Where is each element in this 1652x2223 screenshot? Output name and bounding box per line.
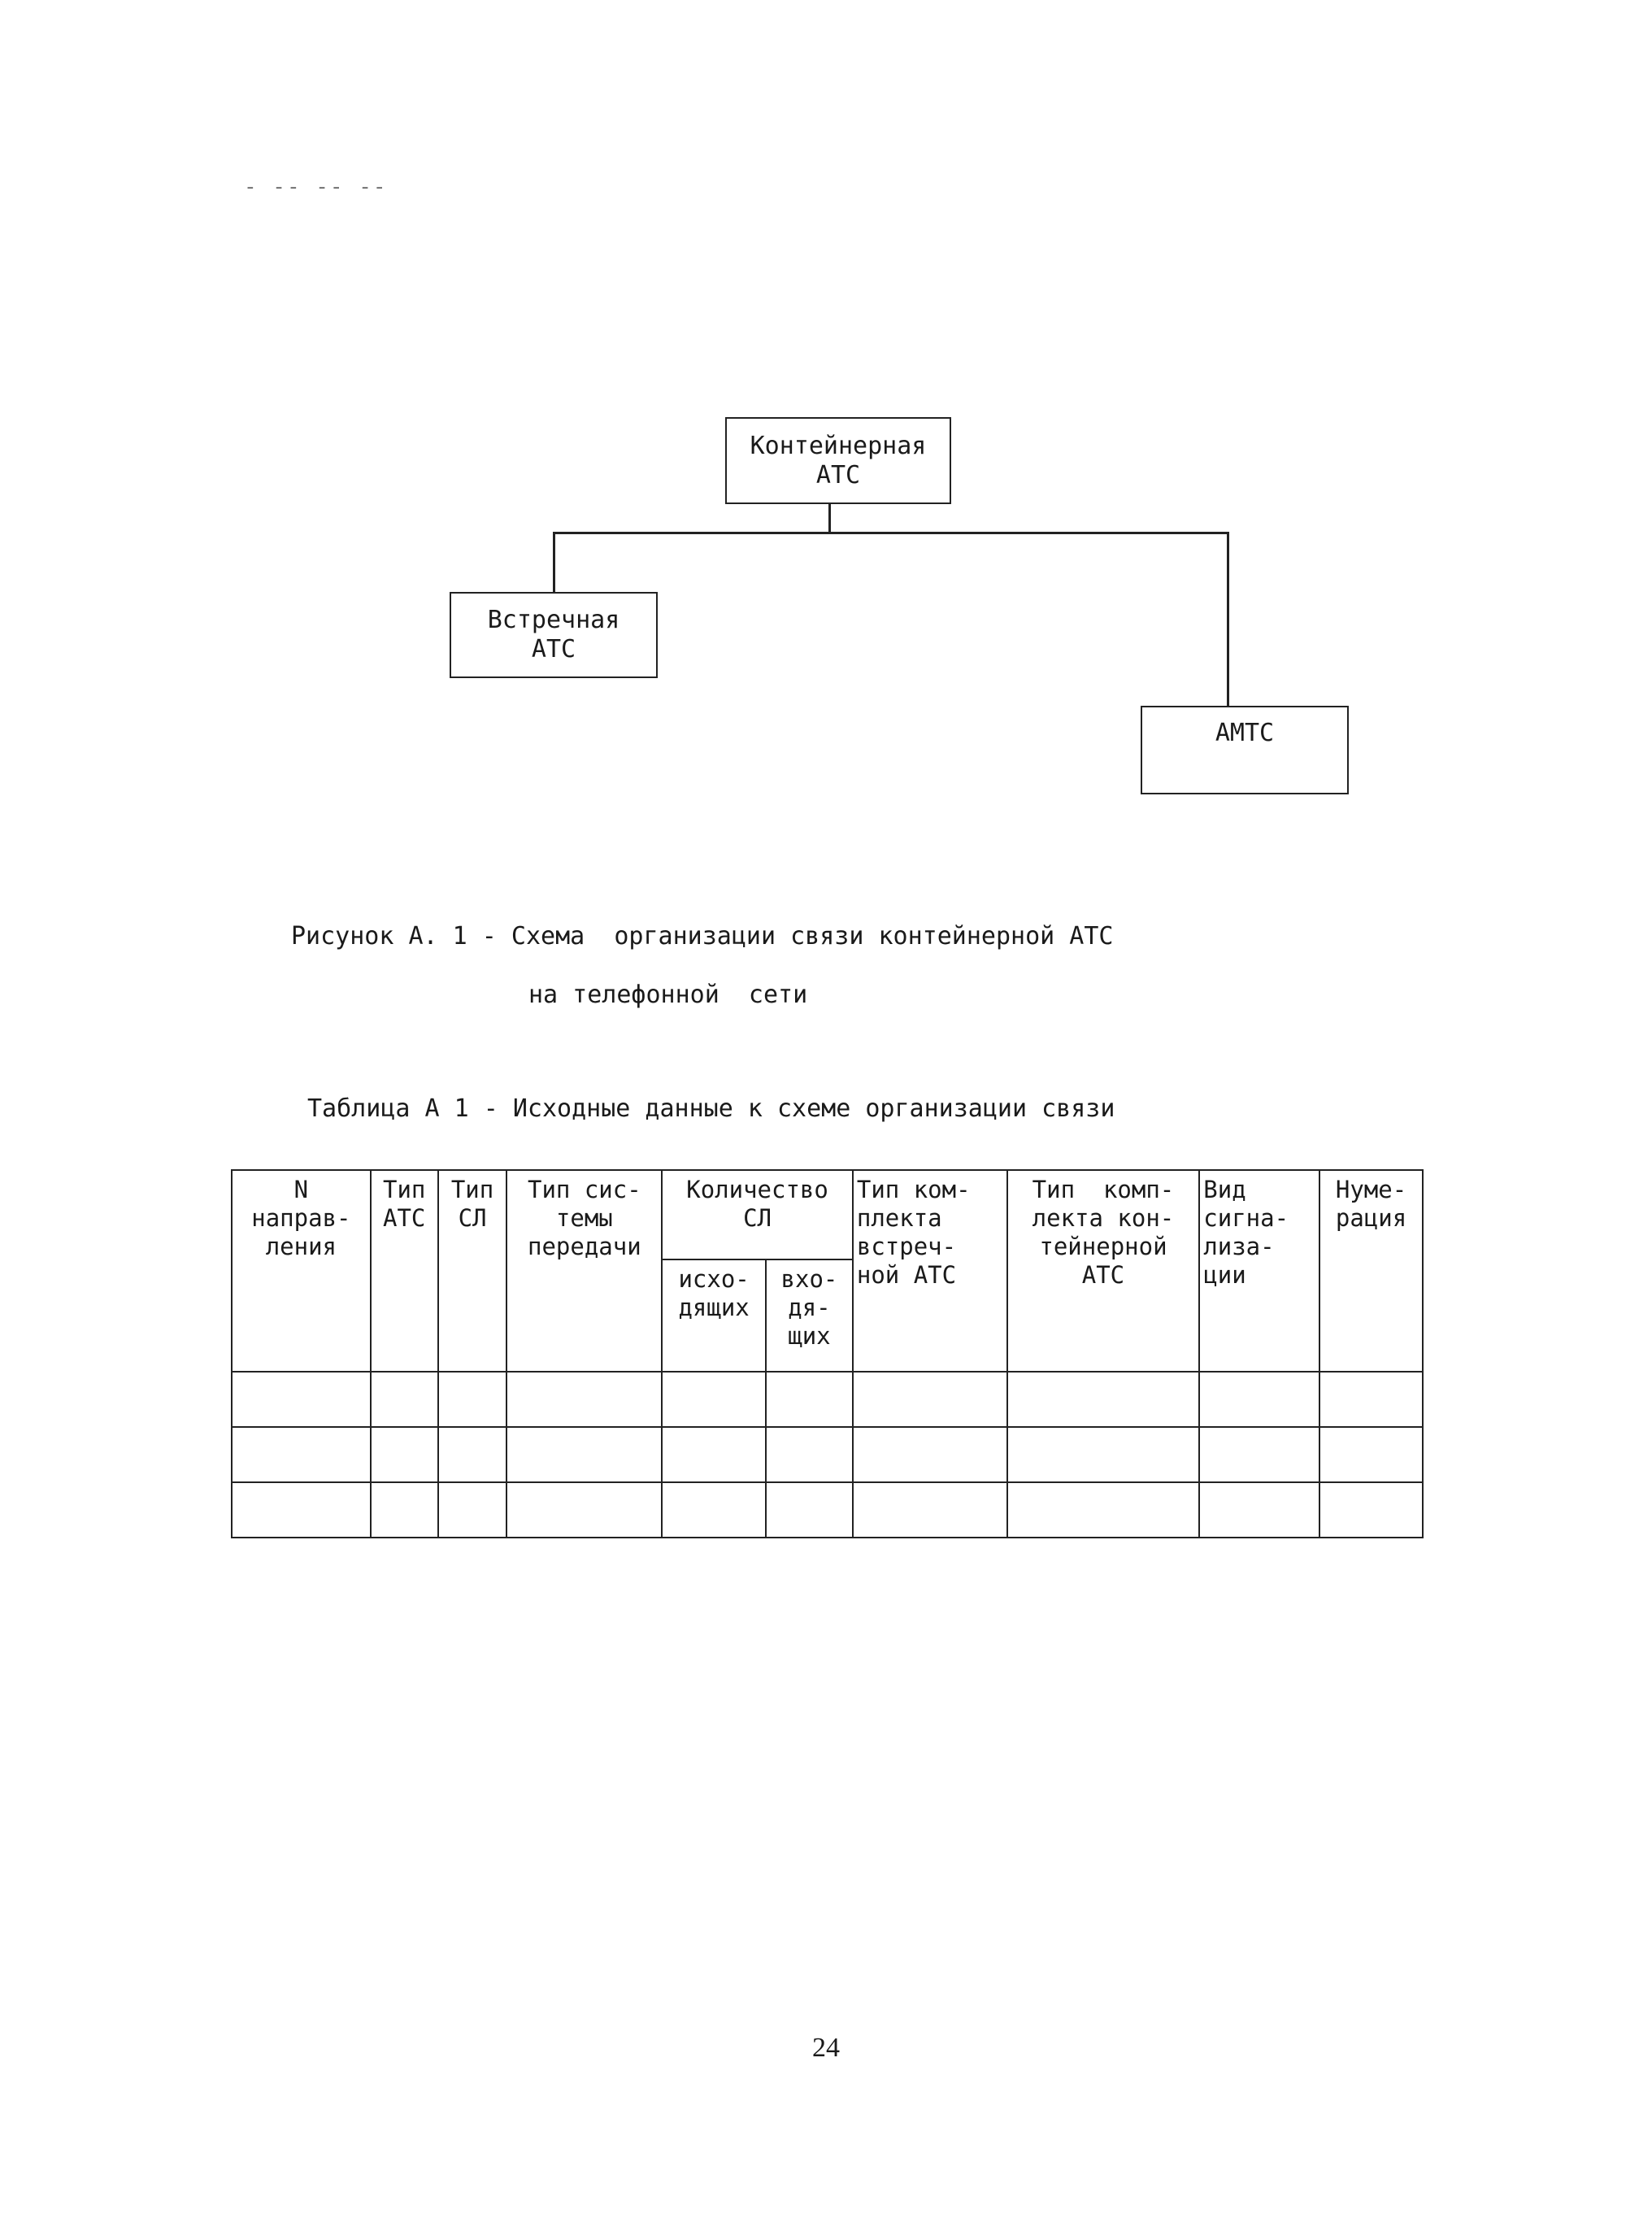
header-quantity: Количество СЛ: [661, 1169, 854, 1260]
header-incoming: вхо- дя- щих: [765, 1259, 854, 1373]
header-sl-type: Тип СЛ: [437, 1169, 508, 1373]
figure-caption-line1: Рисунок А. 1 - Схема организации связи к…: [291, 922, 1114, 951]
table-cell: [765, 1481, 854, 1538]
counter-ats-box: Встречная АТС: [450, 592, 658, 678]
header-numbering: Нуме- рация: [1319, 1169, 1424, 1373]
table-row: [231, 1481, 1424, 1538]
table-cell: [851, 1426, 1008, 1483]
connector-root-down: [828, 504, 831, 533]
table-cell: [1319, 1481, 1424, 1538]
table-cell: [1198, 1481, 1321, 1538]
amts-box: АМТС: [1141, 706, 1349, 794]
table-cell: [231, 1426, 372, 1483]
table-cell: [851, 1481, 1008, 1538]
connector-horizontal: [553, 532, 1229, 534]
table-row: [231, 1371, 1424, 1428]
table-cell: [369, 1371, 439, 1428]
table-cell: [851, 1371, 1008, 1428]
header-direction: N направ- ления: [231, 1169, 372, 1373]
table-cell: [661, 1481, 767, 1538]
table-cell: [1006, 1371, 1201, 1428]
header-signaling: Вид сигна- лиза- ции: [1198, 1169, 1321, 1373]
table-cell: [369, 1426, 439, 1483]
header-container-kit: Тип комп- лекта кон- тейнерной АТС: [1006, 1169, 1201, 1373]
header-outgoing: исхо- дящих: [661, 1259, 767, 1373]
table-cell: [231, 1371, 372, 1428]
table-cell: [1006, 1426, 1201, 1483]
header-system-type: Тип сис- темы передачи: [506, 1169, 663, 1373]
page-number: 24: [812, 2033, 840, 2063]
table-cell: [437, 1426, 508, 1483]
table-cell: [765, 1371, 854, 1428]
table-cell: [1198, 1371, 1321, 1428]
amts-label: АМТС: [1215, 719, 1275, 747]
table-caption: Таблица А 1 - Исходные данные к схеме ор…: [307, 1094, 1115, 1123]
table-cell: [369, 1481, 439, 1538]
table-cell: [231, 1481, 372, 1538]
table-cell: [1319, 1371, 1424, 1428]
header-code: - -- -- --: [244, 175, 388, 199]
table-cell: [1006, 1481, 1201, 1538]
header-counter-kit: Тип ком- плекта встреч- ной АТС: [851, 1169, 1008, 1373]
table-row: [231, 1426, 1424, 1483]
container-ats-box: Контейнерная АТС: [725, 417, 951, 504]
connector-right-down: [1227, 532, 1229, 706]
table-cell: [1319, 1426, 1424, 1483]
table-cell: [506, 1481, 663, 1538]
container-ats-line2: АТС: [815, 460, 861, 489]
counter-ats-line1: Встречная: [487, 606, 620, 634]
container-ats-line1: Контейнерная: [750, 431, 927, 460]
table-cell: [765, 1426, 854, 1483]
header-ats-type: Тип АТС: [369, 1169, 439, 1373]
table-cell: [1198, 1426, 1321, 1483]
table-cell: [437, 1371, 508, 1428]
table-cell: [506, 1426, 663, 1483]
table-cell: [661, 1426, 767, 1483]
table-cell: [661, 1371, 767, 1428]
connector-left-down: [553, 532, 555, 592]
table-cell: [506, 1371, 663, 1428]
table-cell: [437, 1481, 508, 1538]
source-data-table: N направ- ления Тип АТС Тип СЛ Тип сис- …: [231, 1169, 1424, 1538]
counter-ats-line2: АТС: [531, 635, 576, 663]
figure-caption-line2: на телефонной сети: [528, 981, 808, 1009]
